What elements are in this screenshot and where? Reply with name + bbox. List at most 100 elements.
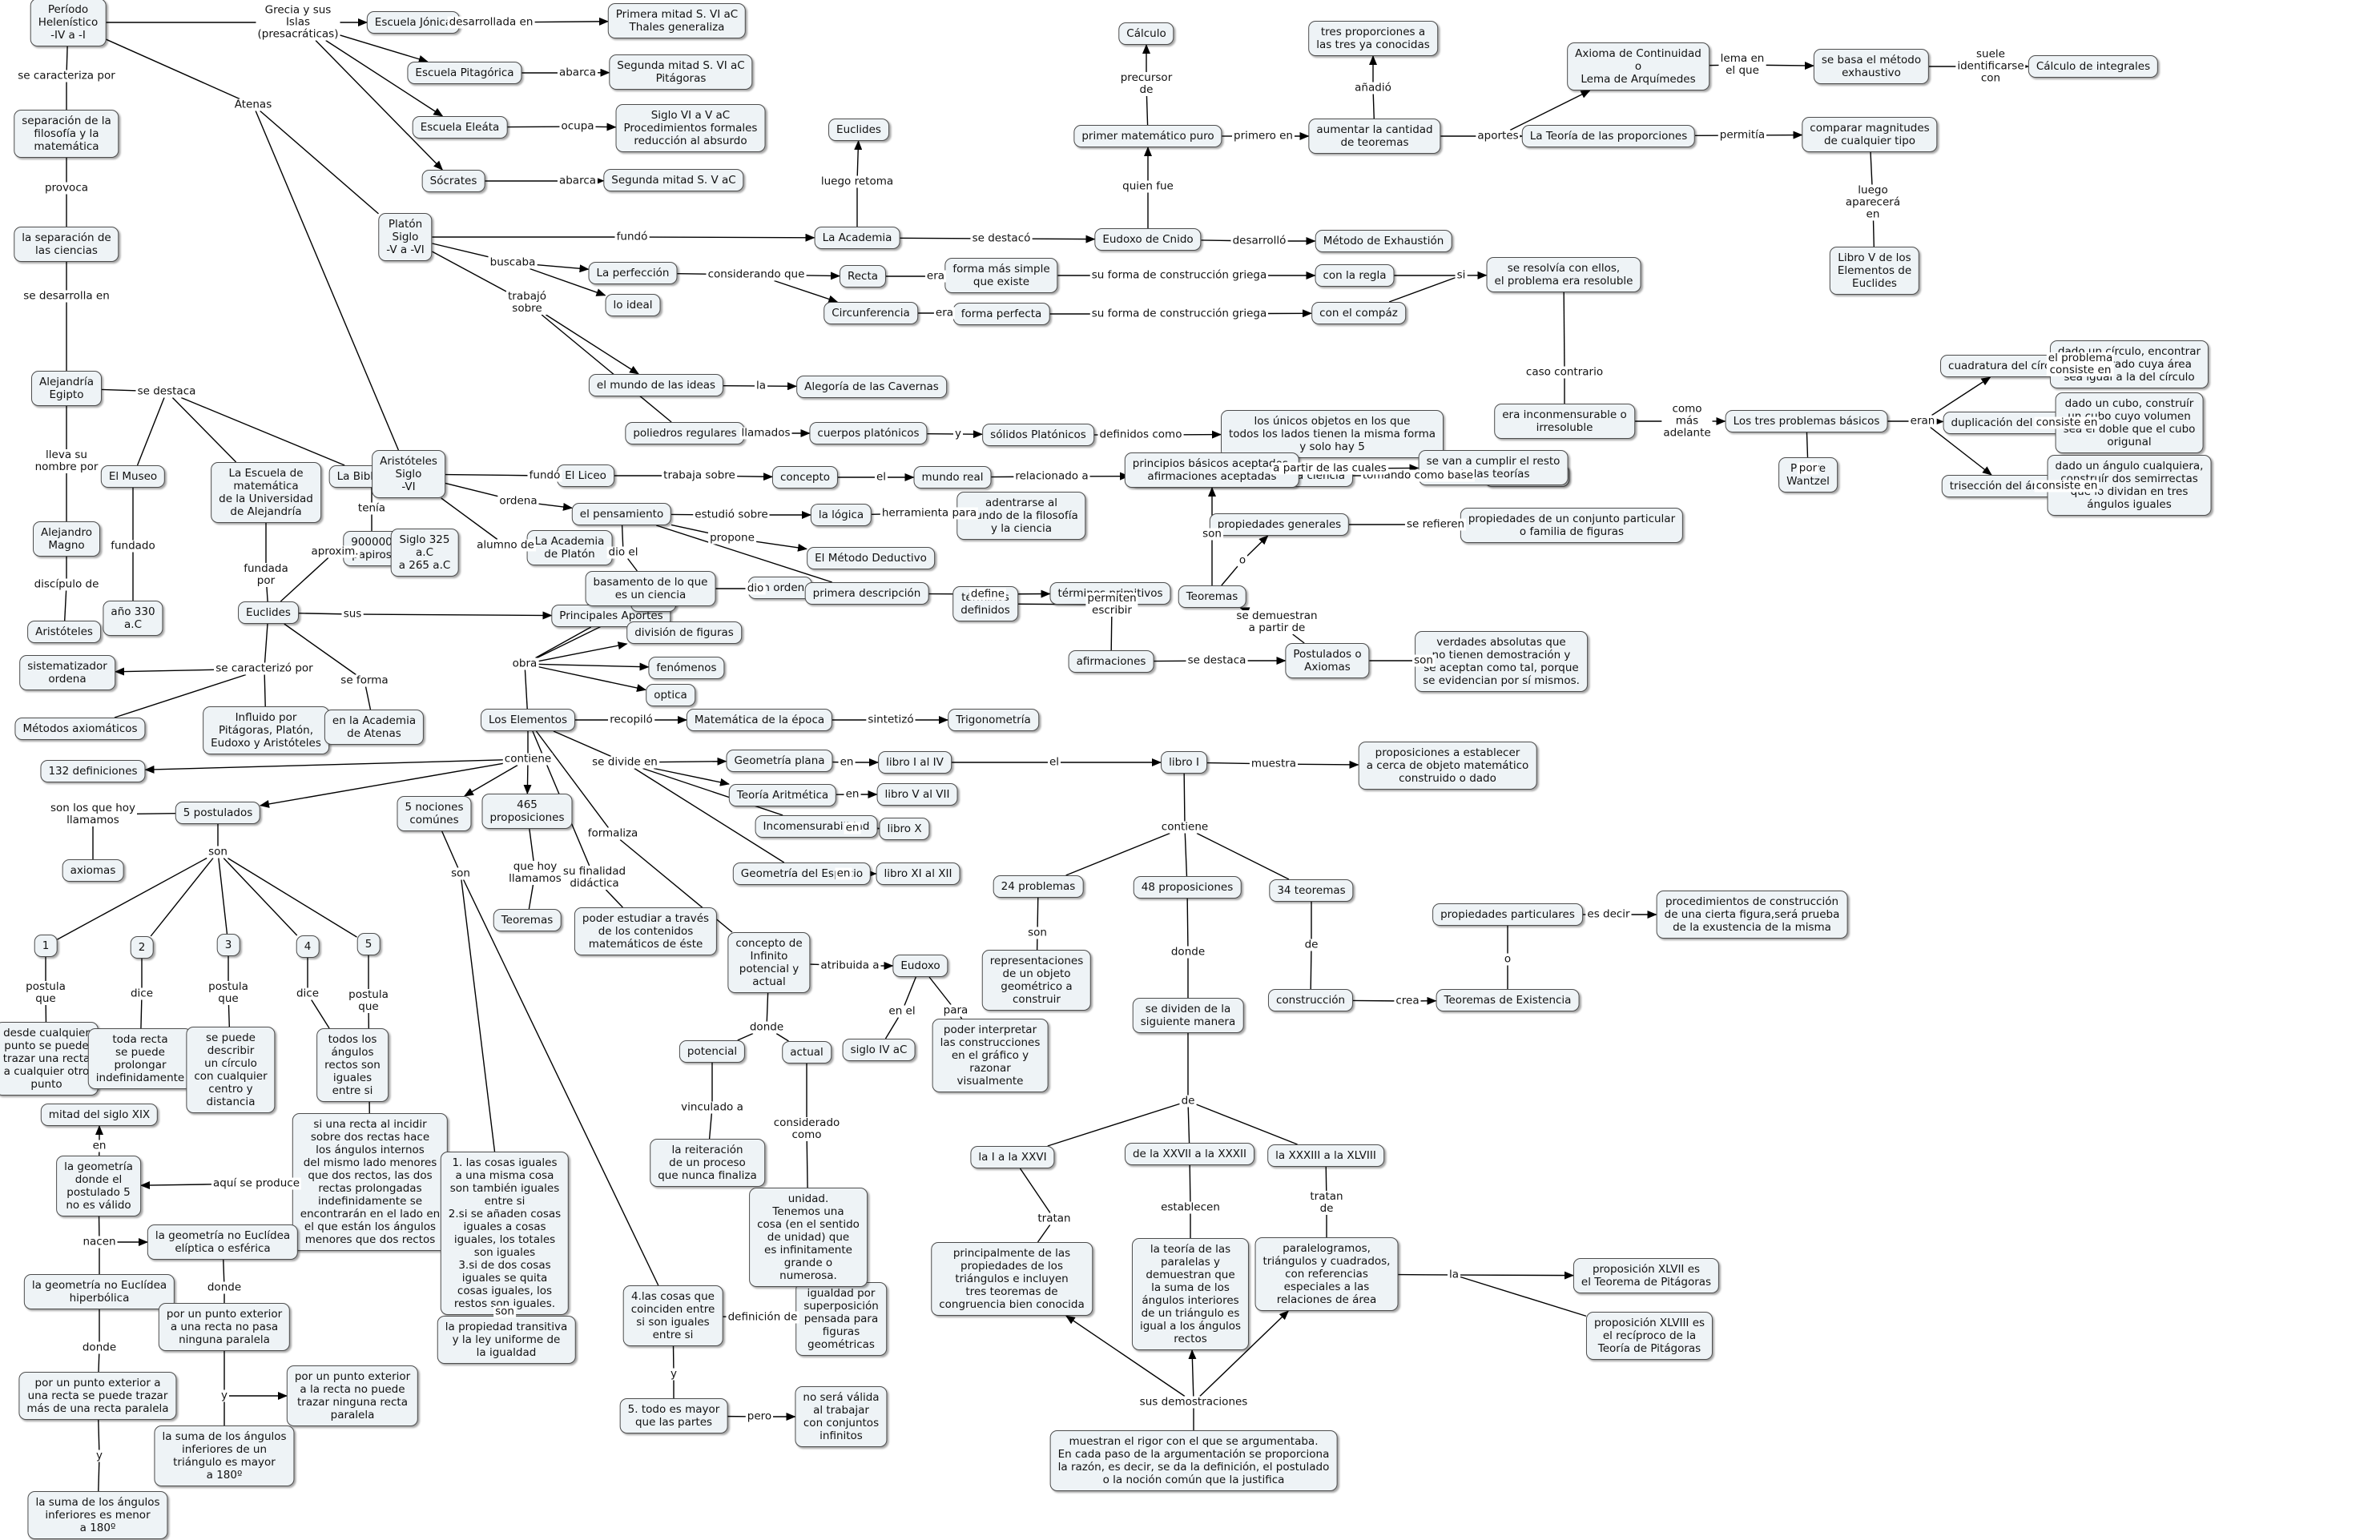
concept-node-objetos-iguales[interactable]: los únicos objetos en los que todos los … — [1221, 410, 1444, 458]
concept-node-alegoria[interactable]: Alegoría de las Cavernas — [796, 376, 947, 398]
concept-node-xlvii[interactable]: proposición XLVII es el Teorema de Pitág… — [1573, 1258, 1720, 1293]
concept-node-la-perfeccion[interactable]: La perfección — [588, 262, 678, 284]
concept-node-esc-eleata[interactable]: Escuela Eleáta — [412, 116, 508, 139]
concept-node-xlviii[interactable]: proposición XLVIII es el recíproco de la… — [1585, 1312, 1714, 1360]
concept-node-forma-perfecta[interactable]: forma perfecta — [952, 303, 1050, 325]
concept-node-periodo[interactable]: Período Helenístico -IV a -I — [30, 0, 107, 46]
concept-node-libro-v-euclides[interactable]: Libro V de los Elementos de Euclides — [1829, 247, 1920, 295]
concept-node-primera-descripcion[interactable]: primera descripción — [804, 582, 929, 605]
concept-node-ninguna-paralela[interactable]: por un punto exterior a una recta no pas… — [158, 1303, 291, 1351]
concept-node-mundo-ideas[interactable]: el mundo de las ideas — [588, 374, 724, 396]
concept-node-teoremas-465[interactable]: Teoremas — [493, 909, 562, 931]
concept-node-metodo-exhaustion[interactable]: Método de Exhaustión — [1315, 230, 1452, 252]
concept-node-el-pensamiento[interactable]: el pensamiento — [571, 503, 672, 525]
concept-node-contenidos[interactable]: poder estudiar a través de los contenido… — [574, 907, 718, 955]
concept-node-division-figuras[interactable]: división de figuras — [626, 621, 742, 644]
concept-node-suma-mayor[interactable]: la suma de los ángulos inferiores de un … — [154, 1425, 295, 1486]
concept-node-inconmensurable[interactable]: era inconmensurable o irresoluble — [1494, 404, 1635, 439]
concept-node-nociones5[interactable]: 5 nociones comúnes — [397, 796, 472, 831]
concept-node-propiedad-transitiva[interactable]: la propiedad transitiva y la ley uniform… — [437, 1316, 576, 1364]
concept-node-p4[interactable]: 4 — [296, 935, 320, 958]
concept-node-optica[interactable]: optica — [646, 684, 695, 706]
concept-node-teoria-proporciones[interactable]: La Teoría de las proporciones — [1521, 125, 1696, 147]
concept-node-aristoteles-small[interactable]: Aristóteles — [27, 621, 101, 643]
concept-node-propiedades-conjunto[interactable]: propiedades de un conjunto particular o … — [1460, 508, 1684, 543]
concept-node-problemas24[interactable]: 24 problemas — [993, 875, 1084, 898]
concept-node-definiciones132[interactable]: 132 definiciones — [40, 760, 146, 782]
concept-node-eudoxo-cnido[interactable]: Eudoxo de Cnido — [1094, 228, 1202, 251]
concept-node-verdades[interactable]: verdades absolutas que no tienen demostr… — [1415, 631, 1588, 692]
concept-node-proposiciones48[interactable]: 48 proposiciones — [1133, 876, 1242, 899]
concept-node-escuela-mat[interactable]: La Escuela de matemática de la Universid… — [211, 462, 321, 523]
concept-node-libro-x[interactable]: libro X — [879, 818, 930, 840]
concept-node-tres-problemas[interactable]: Los tres problemas básicos — [1725, 410, 1888, 432]
concept-node-actual[interactable]: actual — [782, 1041, 832, 1064]
concept-node-teoremas34[interactable]: 34 teoremas — [1269, 879, 1354, 902]
concept-node-postulados-axiomas[interactable]: Postulados o Axiomas — [1285, 643, 1370, 678]
concept-node-segunda-mitad-vi[interactable]: Segunda mitad S. VI aC Pitágoras — [609, 54, 753, 90]
concept-node-dado-cubo[interactable]: dado un cubo, construír un cubo cuyo vol… — [2055, 392, 2204, 453]
concept-node-recta[interactable]: Recta — [839, 265, 887, 287]
concept-node-la-separacion[interactable]: la separación de las ciencias — [14, 227, 119, 262]
concept-node-suma-menor[interactable]: la suma de los ángulos inferiores es men… — [27, 1491, 168, 1539]
concept-node-reiteracion[interactable]: la reiteración de un proceso que nunca f… — [650, 1139, 765, 1187]
concept-node-toda-recta[interactable]: toda recta se puede prolongar indefinida… — [87, 1028, 193, 1089]
concept-node-si-recta[interactable]: si una recta al incidir sobre dos rectas… — [292, 1113, 449, 1251]
concept-node-lo-ideal[interactable]: lo ideal — [605, 294, 661, 316]
concept-node-academia-platon[interactable]: La Academia de Platón — [526, 530, 613, 565]
concept-node-mat-epoca[interactable]: Matemática de la época — [686, 709, 833, 731]
concept-node-cosas-iguales[interactable]: 1. las cosas iguales a una misma cosa so… — [440, 1152, 570, 1315]
concept-node-no-puede-trazar[interactable]: por un punto exterior a la recta no pued… — [286, 1365, 419, 1426]
concept-node-propiedades-generales[interactable]: propiedades generales — [1209, 513, 1350, 536]
concept-node-los-elementos[interactable]: Los Elementos — [480, 709, 576, 731]
concept-node-unidad[interactable]: unidad. Tenemos una cosa (en el sentido … — [749, 1188, 868, 1287]
concept-node-no-euclidea-eliptica[interactable]: la geometría no Euclídea elíptica o esfé… — [147, 1224, 299, 1260]
concept-node-con-compas[interactable]: con el compáz — [1311, 302, 1406, 324]
concept-node-i-xxvi[interactable]: la I a la XXVI — [970, 1146, 1055, 1168]
concept-node-solidos-platonicos[interactable]: sólidos Platónicos — [982, 424, 1094, 446]
concept-node-no-valida[interactable]: no será válida al trabajar con conjuntos… — [795, 1386, 888, 1447]
concept-node-aumentar[interactable]: aumentar la cantidad de teoremas — [1308, 119, 1441, 154]
concept-node-interpretar[interactable]: poder interpretar las construcciones en … — [932, 1019, 1049, 1092]
concept-node-alejandro[interactable]: Alejandro Magno — [33, 521, 100, 557]
concept-node-esc-pitagorica[interactable]: Escuela Pitagórica — [407, 62, 522, 84]
concept-node-basamento[interactable]: basamento de lo que es un ciencia — [585, 571, 716, 606]
concept-node-primera-mitad[interactable]: Primera mitad S. VI aC Thales generaliza — [607, 3, 747, 38]
concept-node-siglo-iv[interactable]: siglo IV aC — [842, 1039, 916, 1061]
concept-node-teoria-aritmetica[interactable]: Teoría Aritmética — [728, 784, 837, 806]
concept-node-paralelogramos[interactable]: paralelogramos, triángulos y cuadrados, … — [1254, 1237, 1399, 1311]
concept-node-concepto-infinito[interactable]: concepto de Infinito potencial y actual — [727, 932, 811, 993]
concept-node-sistematizador[interactable]: sistematizador ordena — [19, 655, 115, 690]
concept-node-concepto[interactable]: concepto — [771, 466, 839, 489]
concept-node-construccion[interactable]: construcción — [1267, 989, 1354, 1011]
concept-node-circulo[interactable]: se puede describir un círculo con cualqu… — [186, 1027, 276, 1113]
concept-node-el-museo[interactable]: El Museo — [100, 465, 166, 488]
concept-node-coinciden[interactable]: 4.las cosas que coinciden entre si son i… — [622, 1285, 723, 1346]
concept-node-tres-proporciones[interactable]: tres proporciones a las tres ya conocida… — [1308, 21, 1438, 56]
concept-node-geo-postulado5[interactable]: la geometría donde el postulado 5 no es … — [56, 1156, 141, 1216]
concept-node-mundo-real[interactable]: mundo real — [913, 466, 992, 489]
concept-node-primer-mat[interactable]: primer matemático puro — [1073, 125, 1222, 147]
concept-node-la-academia[interactable]: La Academia — [814, 227, 900, 249]
concept-node-el-liceo[interactable]: El Liceo — [557, 464, 614, 487]
concept-node-procedimientos[interactable]: procedimientos de construcción de una ci… — [1656, 891, 1848, 939]
concept-node-afirmaciones[interactable]: afirmaciones — [1068, 650, 1154, 673]
concept-node-euclides[interactable]: Euclides — [238, 601, 299, 624]
concept-node-euclides-top[interactable]: Euclides — [828, 119, 889, 141]
concept-node-metodo-deductivo[interactable]: El Método Deductivo — [807, 547, 935, 569]
concept-node-aristoteles[interactable]: Aristóteles Siglo -VI — [372, 450, 445, 498]
concept-node-pierre[interactable]: Pierrre Wantzel — [1778, 457, 1838, 493]
concept-node-libro-i[interactable]: libro I — [1161, 751, 1207, 774]
concept-node-mitad-xix[interactable]: mitad del siglo XIX — [40, 1104, 159, 1126]
concept-node-teoremas-main[interactable]: Teoremas — [1178, 585, 1246, 608]
concept-node-axioma-continuidad[interactable]: Axioma de Continuidad o Lema de Arquímed… — [1567, 42, 1709, 90]
concept-node-resolvia[interactable]: se resolvía con ellos, el problema era r… — [1486, 257, 1641, 292]
concept-node-libro-xi-xii[interactable]: libro XI al XII — [876, 862, 960, 885]
concept-node-alejandria[interactable]: Alejandría Egipto — [30, 371, 103, 406]
concept-node-anio330[interactable]: año 330 a.C — [103, 601, 163, 636]
concept-node-separacion[interactable]: separación de la filosofía y la matemáti… — [14, 110, 119, 158]
concept-node-representaciones[interactable]: representaciones de un objeto geométrico… — [981, 950, 1092, 1011]
concept-node-potencial[interactable]: potencial — [679, 1040, 746, 1063]
concept-node-siglo-vi-v[interactable]: Siglo VI a V aC Procedimientos formales … — [615, 104, 766, 152]
concept-node-proposiciones-establecer[interactable]: proposiciones a establecer a cerca de ob… — [1358, 742, 1537, 790]
